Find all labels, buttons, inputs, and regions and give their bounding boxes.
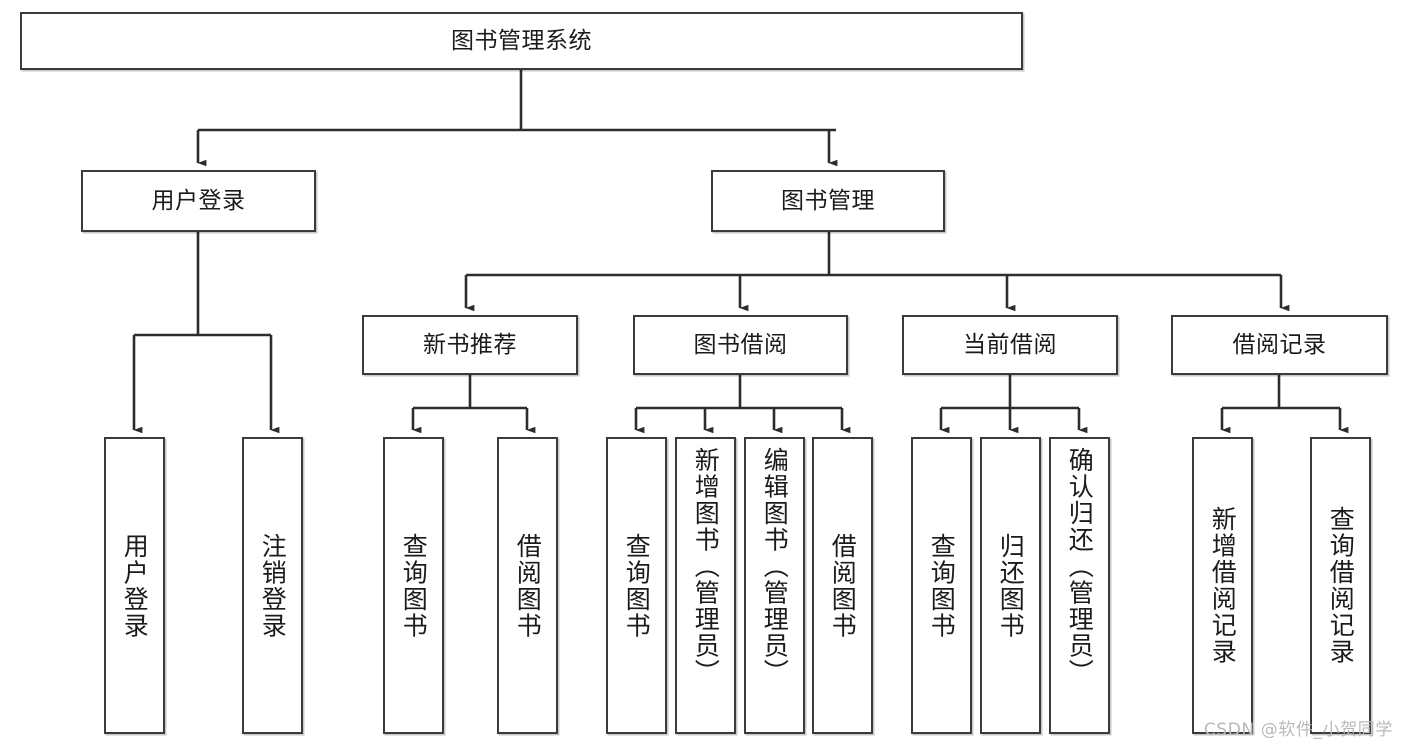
- node-leaf-edit-book[interactable]: 编辑图书（管理员）: [744, 437, 805, 734]
- node-current-borrow[interactable]: 当前借阅: [902, 315, 1118, 375]
- node-leaf-user-login[interactable]: 用户登录: [104, 437, 165, 734]
- node-leaf-query-book-2[interactable]: 查询图书: [606, 437, 667, 734]
- node-label: 查询图书: [399, 532, 429, 639]
- node-label: 新书推荐: [423, 331, 517, 358]
- node-leaf-query-book-1[interactable]: 查询图书: [383, 437, 444, 734]
- node-root-system[interactable]: 图书管理系统: [20, 12, 1023, 70]
- node-label: 图书管理系统: [451, 27, 592, 54]
- node-new-book-recommend[interactable]: 新书推荐: [362, 315, 578, 375]
- node-user-login[interactable]: 用户登录: [81, 170, 316, 232]
- node-leaf-query-book-3[interactable]: 查询图书: [911, 437, 972, 734]
- node-label: 查询图书: [622, 532, 652, 639]
- node-book-borrow[interactable]: 图书借阅: [633, 315, 848, 375]
- node-label: 图书借阅: [693, 331, 788, 358]
- node-label: 查询借阅记录: [1326, 506, 1356, 665]
- node-label: 新增借阅记录: [1208, 506, 1238, 665]
- node-label: 注销登录: [258, 532, 288, 639]
- node-label: 新增图书（管理员）: [691, 447, 721, 686]
- csdn-watermark: CSDN @软件_小贺同学: [1203, 720, 1393, 740]
- node-label: 用户登录: [151, 187, 246, 214]
- node-label: 归还图书: [996, 532, 1026, 639]
- node-leaf-add-record[interactable]: 新增借阅记录: [1192, 437, 1253, 734]
- node-label: 当前借阅: [963, 331, 1057, 358]
- node-label: 图书管理: [781, 187, 875, 214]
- node-label: 查询图书: [927, 532, 957, 639]
- node-leaf-query-record[interactable]: 查询借阅记录: [1310, 437, 1371, 734]
- node-label: 编辑图书（管理员）: [760, 447, 790, 686]
- node-label: 确认归还（管理员）: [1065, 447, 1095, 686]
- node-book-management[interactable]: 图书管理: [711, 170, 945, 232]
- node-leaf-return-book[interactable]: 归还图书: [980, 437, 1041, 734]
- node-leaf-logout-login[interactable]: 注销登录: [242, 437, 303, 734]
- node-label: 借阅图书: [828, 532, 858, 639]
- node-leaf-confirm-return[interactable]: 确认归还（管理员）: [1049, 437, 1110, 734]
- node-leaf-add-book[interactable]: 新增图书（管理员）: [675, 437, 736, 734]
- node-leaf-borrow-book-1[interactable]: 借阅图书: [497, 437, 558, 734]
- node-borrow-record[interactable]: 借阅记录: [1171, 315, 1388, 375]
- node-label: 借阅记录: [1232, 331, 1327, 358]
- node-label: 用户登录: [120, 532, 150, 639]
- node-leaf-borrow-book-2[interactable]: 借阅图书: [812, 437, 873, 734]
- node-label: 借阅图书: [513, 532, 543, 639]
